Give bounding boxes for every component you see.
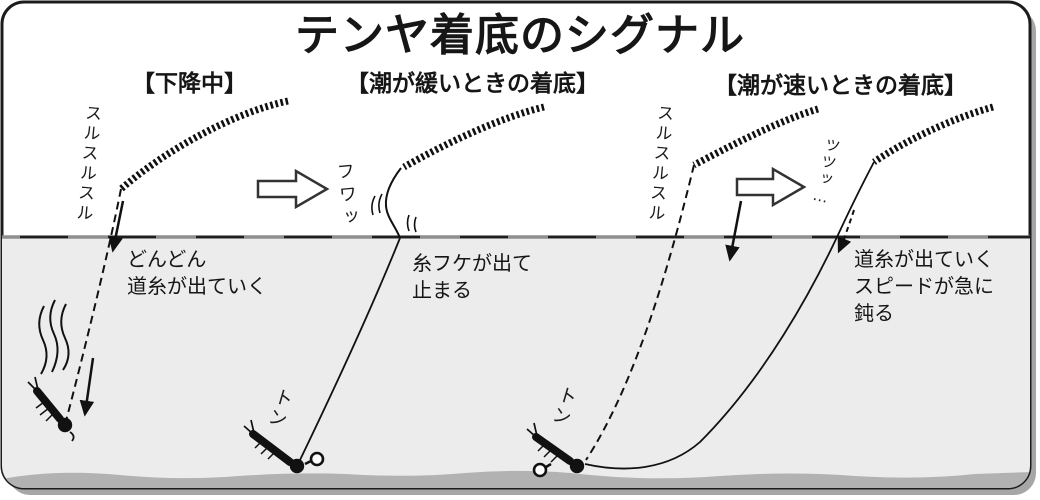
sinking-line [585,164,695,461]
main-line-underwater [584,161,875,470]
page-title: テンヤ着底のシグナル [295,10,745,61]
panel-header-fast-current: 【潮が速いときの着底】 [714,73,967,99]
panel-descending-art [27,97,289,442]
slack-motion-marks [371,193,417,233]
note-slack-then-stops: 糸フケが出て 止まる [412,251,532,302]
note-speed-suddenly-dulls: 道糸が出ていく スピードが急に 鈍る [854,247,994,325]
line-ring-icon [309,451,325,467]
tenya-lure-icon [526,422,585,478]
sinking-line [65,188,122,422]
tenya-lure-icon [243,419,325,474]
next-step-arrow-icon [256,168,330,210]
line-ring-icon [532,462,548,478]
slowing-down-arrow-icon [837,209,855,254]
note-line-keeps-going-out: どんどん 道糸が出ていく [127,247,267,298]
falling-motion-marks [38,299,70,375]
down-arrow-icon [108,200,125,253]
panel-header-slow-current: 【潮が緩いときの着底】 [346,71,599,97]
rod-tip-line [692,105,820,169]
seabed [2,470,1030,488]
tenya-lure-icon [27,376,75,442]
rod-tip-line [872,103,994,165]
main-line-underwater [299,237,401,461]
panel-slow-current-art [243,103,545,474]
panel-header-descending: 【下降中】 [132,71,247,97]
next-step-arrow-icon [735,166,807,208]
slack-line [384,167,402,239]
rod-tip-line [118,97,289,192]
down-arrow-icon [79,357,95,417]
down-arrow-icon [725,200,743,262]
rod-tip-line [402,103,545,171]
water-area [2,237,1030,488]
panel-fast-current-art [526,103,994,478]
